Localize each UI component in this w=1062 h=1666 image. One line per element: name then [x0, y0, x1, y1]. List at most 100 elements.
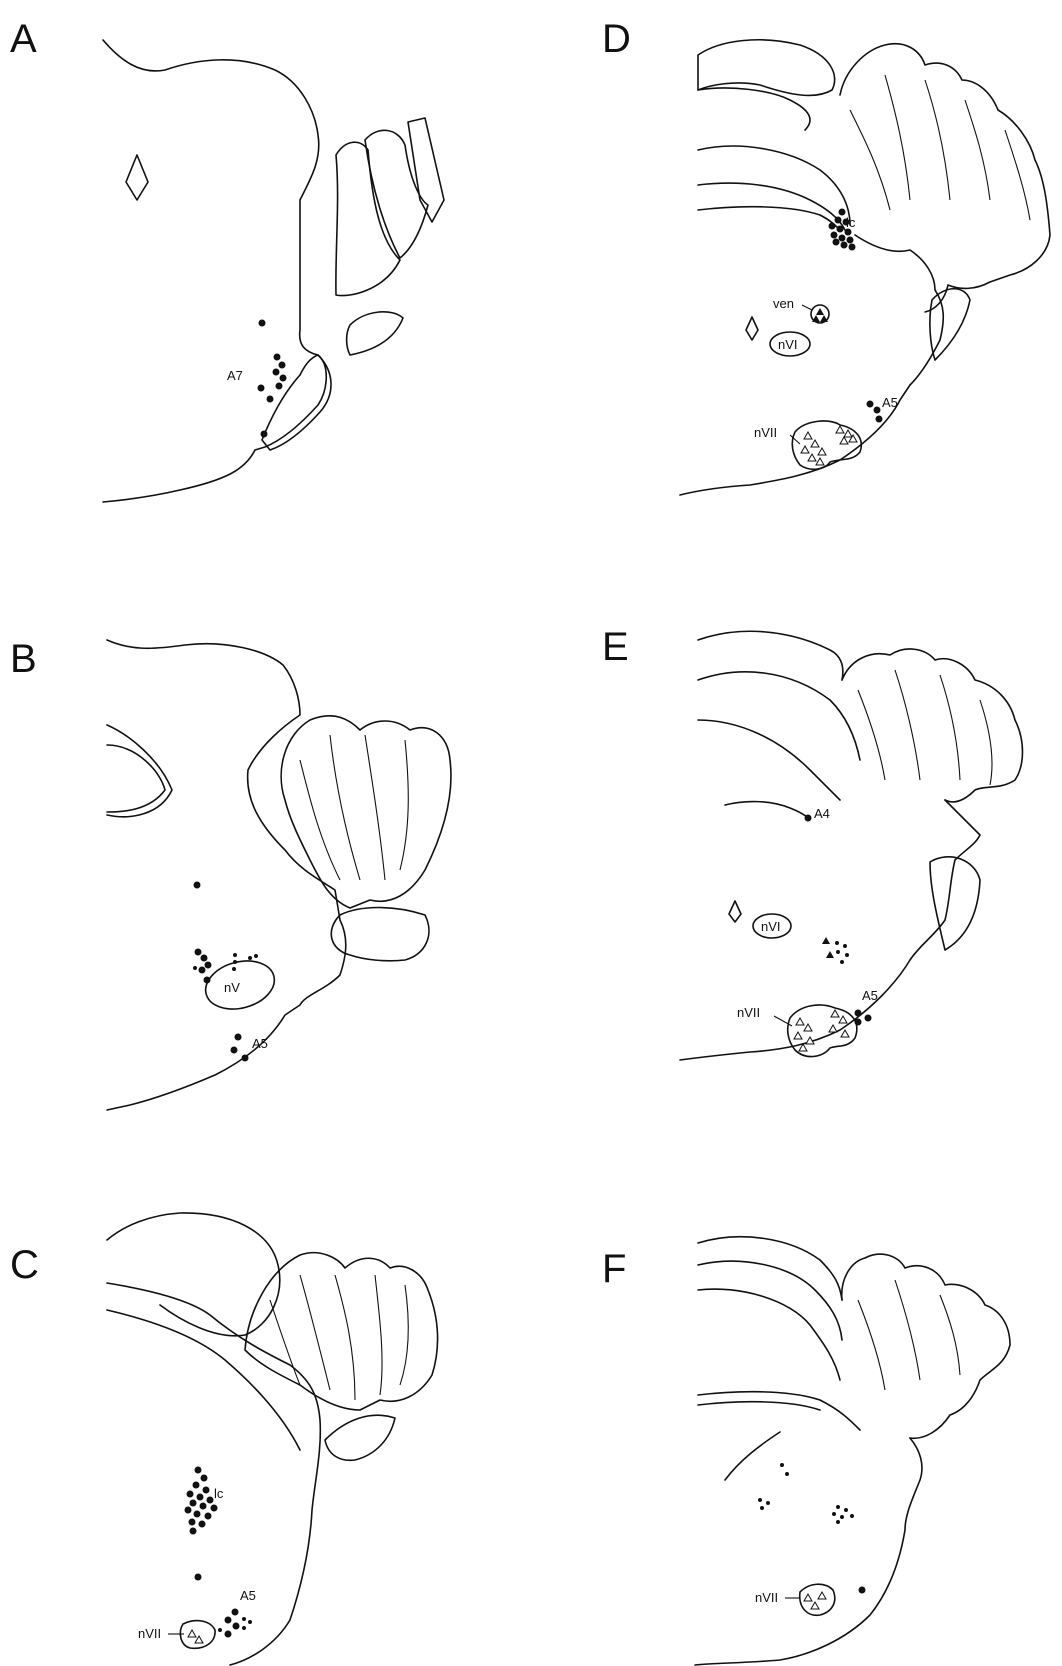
neuron-dot — [200, 1503, 207, 1510]
motoneuron-open-triangle — [804, 1594, 812, 1601]
neuron-small-dot — [844, 1508, 848, 1512]
neuron-dot — [235, 1034, 242, 1041]
motoneuron-filled-triangle — [826, 951, 834, 958]
motoneuron-open-triangle — [818, 1592, 826, 1599]
cerebellum-e — [842, 649, 1023, 802]
neuron-dot — [845, 229, 852, 236]
neuron-dot — [199, 967, 206, 974]
neuron-dot — [276, 383, 283, 390]
neuron-dot — [849, 244, 856, 251]
motoneuron-open-triangle — [811, 440, 819, 447]
nucleus-nvii-c — [180, 1621, 215, 1649]
neuron-dot — [193, 1482, 200, 1489]
vein-shape-d — [746, 317, 758, 340]
folia-f2 — [895, 1280, 920, 1380]
neuron-dot — [839, 209, 846, 216]
neuron-dot — [205, 962, 212, 969]
folia-e4 — [980, 700, 992, 785]
label-nv: nV — [224, 980, 240, 995]
motoneuron-open-triangle — [829, 1025, 837, 1032]
neuron-small-dot — [835, 941, 839, 945]
folia-b3 — [365, 735, 385, 880]
label-lc-c: lc — [214, 1486, 224, 1501]
neuron-dot — [839, 235, 846, 242]
neuron-dot — [835, 217, 842, 224]
motoneuron-open-triangle — [831, 1010, 839, 1017]
neuron-dot — [867, 401, 874, 408]
neuron-small-dot — [242, 1626, 246, 1630]
neuron-dot — [194, 882, 201, 889]
folia-e1 — [858, 690, 885, 780]
vein-shape-e — [729, 901, 741, 922]
neuron-dot — [279, 362, 286, 369]
brainstem-dorsal-e3 — [698, 720, 840, 800]
panel-letter-e: E — [602, 625, 629, 669]
motoneuron-open-triangle — [839, 1016, 847, 1023]
neuron-small-dot — [850, 1514, 854, 1518]
peduncle-a — [262, 355, 331, 450]
folia-b4 — [400, 740, 408, 870]
panel-letter-a: A — [10, 17, 37, 61]
label-a5-c: A5 — [240, 1588, 256, 1603]
neuron-dot — [201, 1475, 208, 1482]
neuron-dot — [855, 1010, 862, 1017]
neuron-small-dot — [248, 1620, 252, 1624]
neuron-dot — [197, 1494, 204, 1501]
neuron-dot — [207, 1497, 214, 1504]
neuron-dot — [199, 1521, 206, 1528]
panel-letter-f: F — [602, 1247, 626, 1291]
folia-c3 — [335, 1275, 355, 1400]
panel-f: F nVII — [602, 1237, 1010, 1665]
vein-shape-a — [126, 155, 148, 200]
neuron-dot — [274, 354, 281, 361]
brainstem-ventricle-f — [698, 1392, 860, 1430]
neuron-dot — [865, 1015, 872, 1022]
label-nvii-e: nVII — [737, 1005, 760, 1020]
cerebellar-lobule-c — [325, 1415, 395, 1460]
neuron-dot — [195, 1467, 202, 1474]
fourth-ventricle-b — [107, 725, 172, 817]
motoneuron-open-triangle — [816, 458, 824, 465]
brainstem-dorsal-f3 — [698, 1289, 840, 1380]
neuron-dot — [829, 223, 836, 230]
neuron-dot — [841, 242, 848, 249]
neuron-dot — [242, 1055, 249, 1062]
neuron-dot — [232, 1609, 239, 1616]
panel-letter-b: B — [10, 637, 37, 681]
motoneuron-filled-triangle — [822, 937, 830, 944]
label-nvii-d: nVII — [754, 425, 777, 440]
brainstem-ventricle-f2 — [698, 1402, 820, 1410]
brainstem-outline-f — [695, 1438, 922, 1665]
neuron-dot — [847, 237, 854, 244]
neuron-small-dot — [232, 967, 236, 971]
neuron-dot — [273, 369, 280, 376]
label-a7: A7 — [227, 368, 243, 383]
nucleus-nvii-d — [792, 421, 861, 469]
folia-f3 — [940, 1295, 960, 1375]
folia-d5 — [1005, 130, 1030, 220]
panel-e: E A4 nVI A5 nV — [602, 625, 1023, 1060]
motoneuron-open-triangle — [804, 432, 812, 439]
colliculus-d — [698, 40, 835, 96]
panel-b: B nV A5 — [10, 637, 451, 1110]
label-nvii-f: nVII — [755, 1590, 778, 1605]
neuron-small-dot — [785, 1472, 789, 1476]
neuron-dot — [280, 375, 287, 382]
folia-d1 — [850, 110, 890, 210]
label-nvi-d: nVI — [778, 337, 798, 352]
neuron-small-dot — [233, 960, 237, 964]
folia-b1 — [300, 760, 340, 880]
folia-c4 — [375, 1275, 382, 1395]
label-nvii-c: nVII — [138, 1626, 161, 1641]
motoneuron-open-triangle — [818, 448, 826, 455]
neuron-dot — [831, 232, 838, 239]
motoneuron-open-triangle — [840, 437, 848, 444]
cerebellum-d — [840, 44, 1050, 312]
neuron-dot — [267, 396, 274, 403]
motoneuron-open-triangle — [796, 1018, 804, 1025]
motoneuron-open-triangle — [794, 1032, 802, 1039]
neuron-dot — [195, 949, 202, 956]
motoneuron-open-triangle — [188, 1630, 196, 1637]
brainstem-dorsal-e1 — [698, 631, 843, 680]
